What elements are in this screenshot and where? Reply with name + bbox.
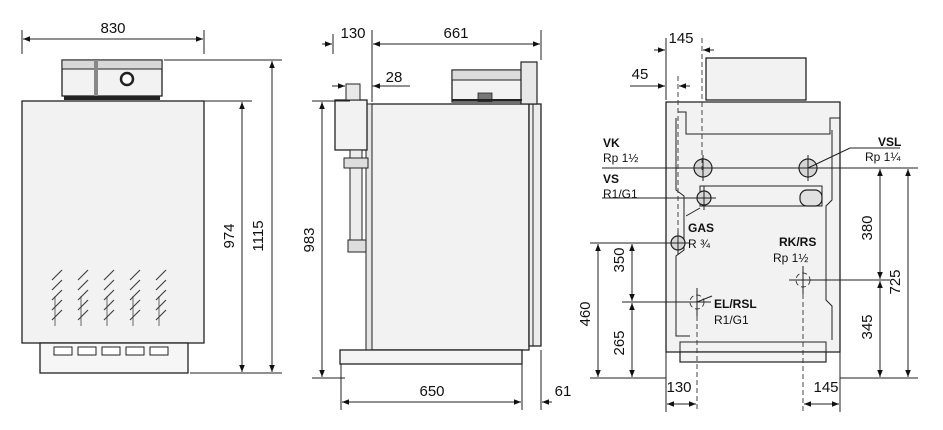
dim-side-130: 130 <box>340 25 365 42</box>
dim-rear-350: 350 <box>611 247 628 272</box>
dim-rear-145-bottom: 145 <box>813 379 838 396</box>
rear-burner-unit <box>705 57 807 101</box>
front-vent-slots <box>51 269 167 326</box>
burner-sight-glass-icon <box>119 71 135 87</box>
dim-rear-460: 460 <box>577 301 594 326</box>
label-vs-thread: R1/G1 <box>603 187 638 201</box>
label-rk-rs-thread: Rp 1½ <box>773 251 808 265</box>
side-base <box>339 349 523 365</box>
label-el-rsl: EL/RSL <box>714 297 757 311</box>
dim-side-983: 983 <box>301 227 318 252</box>
dim-rear-130-bottom: 130 <box>666 379 691 396</box>
side-rear-pipes <box>334 83 369 253</box>
dim-rear-380: 380 <box>859 215 876 240</box>
front-casing <box>21 100 205 344</box>
front-base-buttons <box>53 346 169 356</box>
dim-side-650: 650 <box>419 383 444 400</box>
dim-front-width: 830 <box>100 20 125 37</box>
label-vk-thread: Rp 1½ <box>603 151 638 165</box>
side-burner-unit <box>451 61 538 105</box>
label-rk-rs: RK/RS <box>779 235 816 249</box>
label-vsl: VSL <box>878 135 901 149</box>
dim-rear-725: 725 <box>887 269 904 294</box>
label-vk: VK <box>603 136 620 150</box>
dim-front-height-1115: 1115 <box>250 220 267 251</box>
dim-rear-45: 45 <box>632 66 649 83</box>
label-vs: VS <box>603 172 619 186</box>
dim-side-61: 61 <box>555 383 572 400</box>
side-casing <box>370 103 530 351</box>
label-el-rsl-thread: R1/G1 <box>714 313 749 327</box>
dim-side-661: 661 <box>443 25 468 42</box>
dim-rear-145-top: 145 <box>668 30 693 47</box>
dim-rear-345: 345 <box>859 314 876 339</box>
dim-side-28: 28 <box>386 69 403 86</box>
label-gas-thread: R ¾ <box>688 237 711 251</box>
label-vsl-thread: Rp 1¼ <box>865 150 901 164</box>
conn-vs-right-icon <box>799 189 823 207</box>
dim-front-height-974: 974 <box>221 223 238 248</box>
front-view: 830 974 1115 <box>21 20 282 374</box>
label-gas: GAS <box>688 221 714 235</box>
dim-rear-265: 265 <box>611 330 628 355</box>
rear-view: VK Rp 1½ VS R1/G1 GAS R ¾ EL/RSL R1/G1 V… <box>577 30 918 412</box>
front-burner-unit <box>61 59 163 100</box>
side-view: 130 661 28 983 650 61 <box>301 25 571 410</box>
